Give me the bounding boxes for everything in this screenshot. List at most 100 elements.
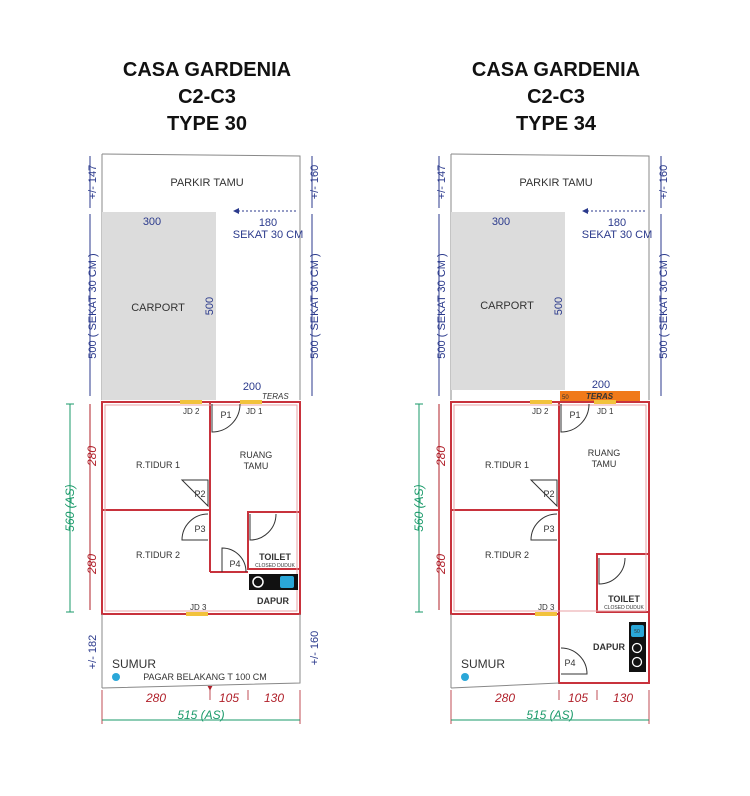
plan-title-line-3: TYPE 34 <box>516 113 597 135</box>
total-height-dim: 560 (AS) <box>63 484 77 531</box>
site-boundary-front <box>101 153 301 400</box>
window-jd1 <box>594 400 616 404</box>
carport-width-dim: 300 <box>143 216 161 228</box>
width-dim-1: 280 <box>145 691 166 705</box>
room-dapur: DAPUR <box>593 642 626 652</box>
door-swings <box>180 403 277 573</box>
backyard-fence <box>101 614 301 689</box>
sink-icon <box>631 625 644 637</box>
door-p1: P1 <box>569 410 580 420</box>
backyard-fence <box>450 682 560 689</box>
plan-type-30: CASA GARDENIA C2-C3 TYPE 30 PARKIR TAMU … <box>63 59 321 724</box>
total-width-dim: 515 (AS) <box>177 708 224 722</box>
door-p1: P1 <box>220 410 231 420</box>
room-tidur-1: R.TIDUR 1 <box>485 460 529 470</box>
plan-title-line-2: C2-C3 <box>527 86 585 108</box>
pagar-label: PAGAR BELAKANG T 100 CM <box>143 672 267 682</box>
right-side-dim: 500 ( SEKAT 30 CM ) <box>309 253 321 358</box>
room-toilet: TOILET <box>259 552 291 562</box>
burner-icon <box>631 656 643 668</box>
room-ruang: RUANG <box>240 450 273 460</box>
well-icon <box>112 673 120 681</box>
width-dim-2: 105 <box>219 691 239 705</box>
width-dim-2: 105 <box>568 691 588 705</box>
jd1-label: JD 1 <box>597 407 614 416</box>
door-p2: P2 <box>543 489 554 499</box>
total-height-dim: 560 (AS) <box>412 484 426 531</box>
sekat-length-dim: 180 <box>259 217 277 229</box>
door-p3: P3 <box>194 524 205 534</box>
room-tidur-2: R.TIDUR 2 <box>485 550 529 560</box>
door-p2: P2 <box>194 489 205 499</box>
window-jd2 <box>180 400 202 404</box>
carport-label: CARPORT <box>480 300 534 312</box>
door-p4: P4 <box>564 658 575 668</box>
well-icon <box>461 673 469 681</box>
back-left-dim: +/- 182 <box>87 635 99 670</box>
height-bottom-dim: 280 <box>85 554 99 575</box>
right-top-dim: +/- 160 <box>658 165 670 200</box>
jd3-label: JD 3 <box>190 603 207 612</box>
parkir-tamu-label: PARKIR TAMU <box>519 177 592 189</box>
sumur-label: SUMUR <box>461 657 505 671</box>
house-walls <box>450 401 650 684</box>
carport-depth-dim: 500 <box>204 297 216 315</box>
back-right-dim: +/- 160 <box>309 631 321 666</box>
carport-label: CARPORT <box>131 302 185 314</box>
room-toilet: TOILET <box>608 594 640 604</box>
height-top-dim: 280 <box>434 446 448 467</box>
site-boundary-front <box>450 153 650 400</box>
plan-title-line-2: C2-C3 <box>178 86 236 108</box>
teras-width-dim: 200 <box>592 379 610 391</box>
room-tidur-1: R.TIDUR 1 <box>136 460 180 470</box>
sekat-note: SEKAT 30 CM <box>233 229 304 241</box>
width-dim-3: 130 <box>613 691 633 705</box>
total-width-dim: 515 (AS) <box>526 708 573 722</box>
window-jd3 <box>186 612 208 616</box>
plan-title-line-3: TYPE 30 <box>167 113 247 135</box>
room-dapur: DAPUR <box>257 596 290 606</box>
teras-area <box>560 391 640 401</box>
room-tidur-2: R.TIDUR 2 <box>136 550 180 560</box>
burner-icon <box>631 642 643 654</box>
right-side-dim: 500 ( SEKAT 30 CM ) <box>658 253 670 358</box>
jd1-label: JD 1 <box>246 407 263 416</box>
plan-title-line-1: CASA GARDENIA <box>123 59 291 81</box>
sink-icon <box>280 576 294 588</box>
carport-depth-dim: 500 <box>553 297 565 315</box>
room-ruang: RUANG <box>588 448 621 458</box>
width-dim-1: 280 <box>494 691 515 705</box>
room-tamu: TAMU <box>244 461 269 471</box>
stove-tag: 50 <box>634 629 640 635</box>
teras-width-dim: 200 <box>243 381 261 393</box>
carport-area <box>451 212 565 390</box>
height-bottom-dim: 280 <box>434 554 448 575</box>
window-jd3 <box>535 612 557 616</box>
door-swings <box>529 403 626 675</box>
window-jd2 <box>530 400 552 404</box>
sekat-note: SEKAT 30 CM <box>582 229 653 241</box>
door-p3: P3 <box>543 524 554 534</box>
parkir-tamu-label: PARKIR TAMU <box>170 177 243 189</box>
toilet-closed-note: CLOSED DUDUK <box>255 563 295 569</box>
toilet-closed-note: CLOSED DUDUK <box>604 605 644 611</box>
left-side-dim: 500 ( SEKAT 30 CM ) <box>87 253 99 358</box>
carport-width-dim: 300 <box>492 216 510 228</box>
width-dim-3: 130 <box>264 691 284 705</box>
teras-label: TERAS <box>262 392 289 401</box>
carport-area <box>102 212 216 400</box>
burner-icon <box>252 576 264 588</box>
height-top-dim: 280 <box>85 446 99 467</box>
window-jd1 <box>240 400 262 404</box>
jd2-label: JD 2 <box>532 407 549 416</box>
jd2-label: JD 2 <box>183 407 200 416</box>
sumur-label: SUMUR <box>112 657 156 671</box>
room-tamu: TAMU <box>592 459 617 469</box>
sekat-length-dim: 180 <box>608 217 626 229</box>
right-top-dim: +/- 160 <box>309 165 321 200</box>
left-side-dim: 500 ( SEKAT 30 CM ) <box>436 253 448 358</box>
plan-type-34: CASA GARDENIA C2-C3 TYPE 34 PARKIR TAMU … <box>412 59 670 724</box>
left-top-dim: +/- 147 <box>87 165 99 200</box>
left-top-dim: +/- 147 <box>436 165 448 200</box>
